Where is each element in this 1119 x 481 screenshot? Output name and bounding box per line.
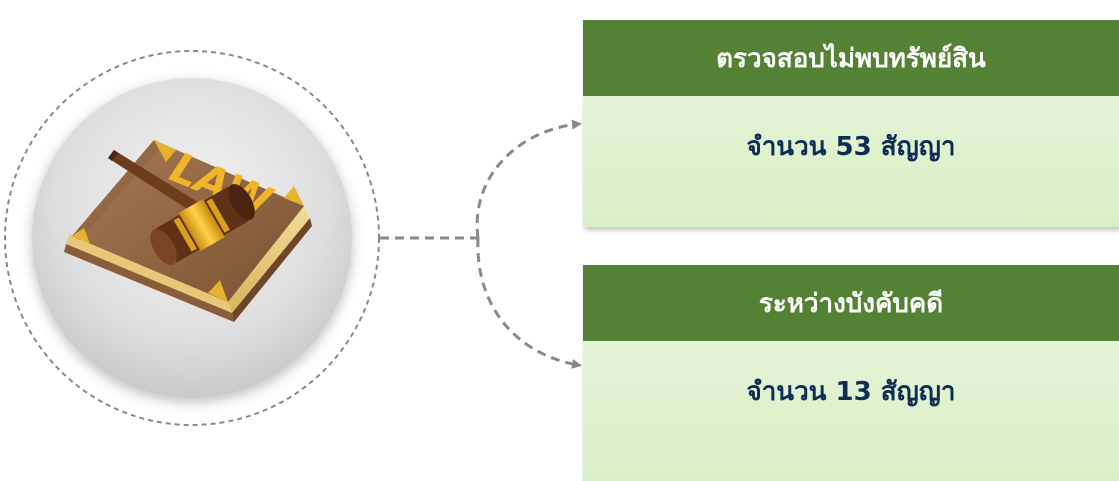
card-value: จำนวน 53 สัญญา — [746, 132, 956, 162]
connector-arrow-top — [475, 119, 582, 239]
card-value: จำนวน 13 สัญญา — [746, 377, 956, 407]
card-title: ตรวจสอบไม่พบทรัพย์สิน — [583, 20, 1119, 96]
status-card-no-assets-found: ตรวจสอบไม่พบทรัพย์สิน จำนวน 53 สัญญา — [583, 20, 1119, 227]
connector-arrow-bottom — [476, 237, 582, 369]
card-title: ระหว่างบังคับคดี — [583, 265, 1119, 341]
status-card-under-enforcement: ระหว่างบังคับคดี จำนวน 13 สัญญา — [583, 265, 1119, 481]
outer-dashed-circle — [4, 50, 380, 426]
